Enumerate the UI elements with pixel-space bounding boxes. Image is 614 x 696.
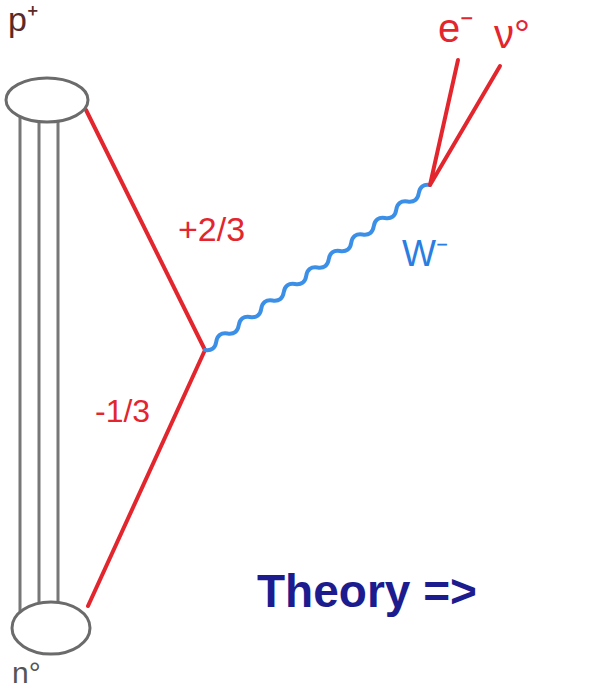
binding-bar [38,122,41,604]
hadron-outline [4,76,90,124]
neutron-oval: n° [10,600,92,656]
binding-bar [57,121,60,602]
quark-charge: -1/3 [95,395,150,427]
node-label: Theory => [257,568,477,614]
hadron-outline [10,600,92,656]
theory-panel: Theory => [255,325,614,696]
node-label: n° [12,658,41,688]
lepton-lines [430,60,500,185]
binding-bar [19,117,22,613]
neutrino-label: ν° [494,14,530,54]
boson-label: W⁻ [402,236,448,272]
node-label: p⁺ [8,2,38,36]
electron-label: e⁻ [438,8,474,48]
proton-oval: p⁺ [4,76,90,124]
quark-line [86,110,205,606]
hadron-ellipse [12,602,90,654]
hadron-ellipse [6,78,88,122]
quark-binding [20,117,58,613]
quark-charge: +2/3 [178,212,245,246]
